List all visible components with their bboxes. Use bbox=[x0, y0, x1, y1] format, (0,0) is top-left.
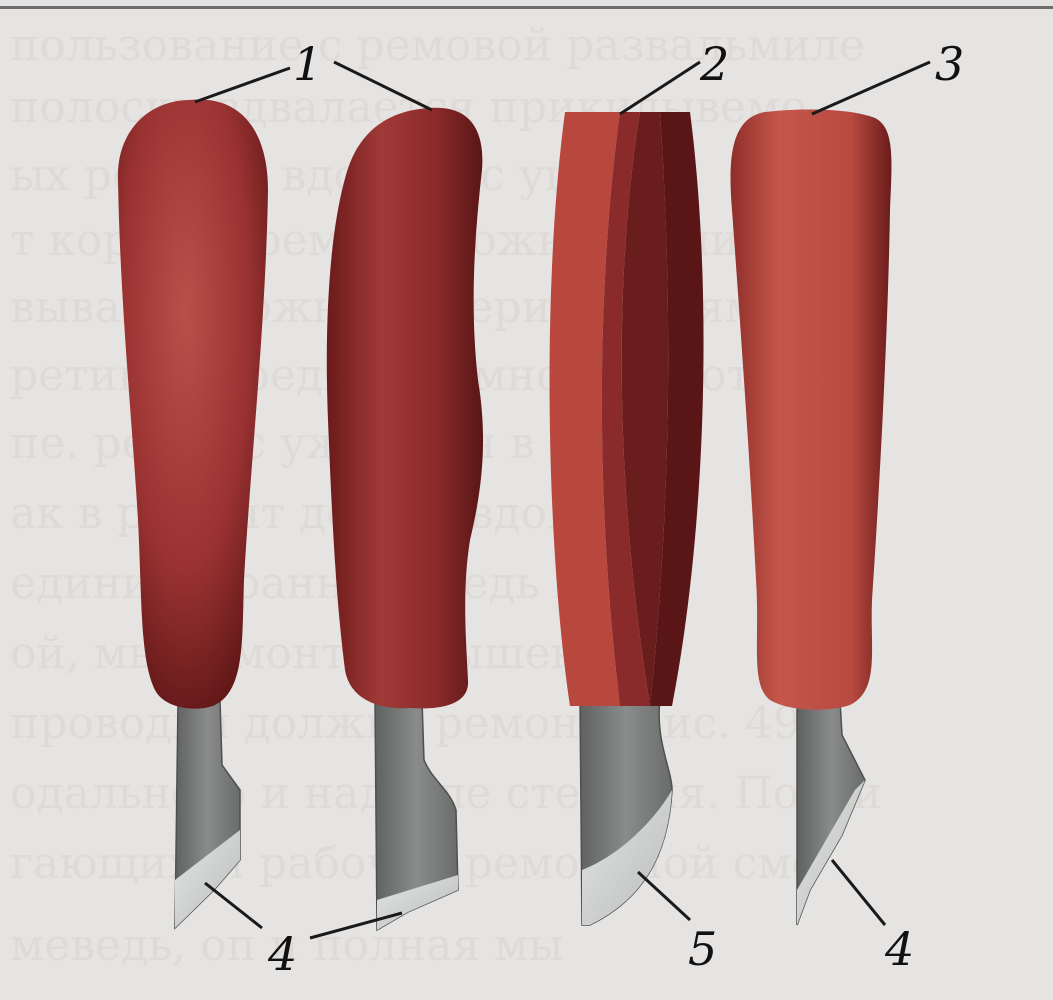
callout-1: 1 bbox=[293, 37, 322, 91]
callout-4b: 4 bbox=[884, 922, 914, 976]
callout-3: 3 bbox=[935, 37, 964, 91]
top-border bbox=[0, 6, 1053, 9]
callout-5: 5 bbox=[688, 922, 717, 976]
svg-text:ой, мы ремонт, завышено.: ой, мы ремонт, завышено. bbox=[10, 628, 620, 679]
svg-text:ак в ремонт делать вдоль: ак в ремонт делать вдоль bbox=[10, 488, 599, 539]
callout-4a: 4 bbox=[267, 927, 297, 981]
knife-3-handle bbox=[550, 112, 704, 706]
svg-text:пользование с ремовой развальм: пользование с ремовой развальмиле bbox=[10, 20, 865, 71]
knife-2-handle bbox=[327, 108, 483, 709]
callout-2: 2 bbox=[699, 37, 729, 91]
svg-text:единиц в ранноль ведь к: единиц в ранноль ведь к bbox=[10, 558, 581, 609]
